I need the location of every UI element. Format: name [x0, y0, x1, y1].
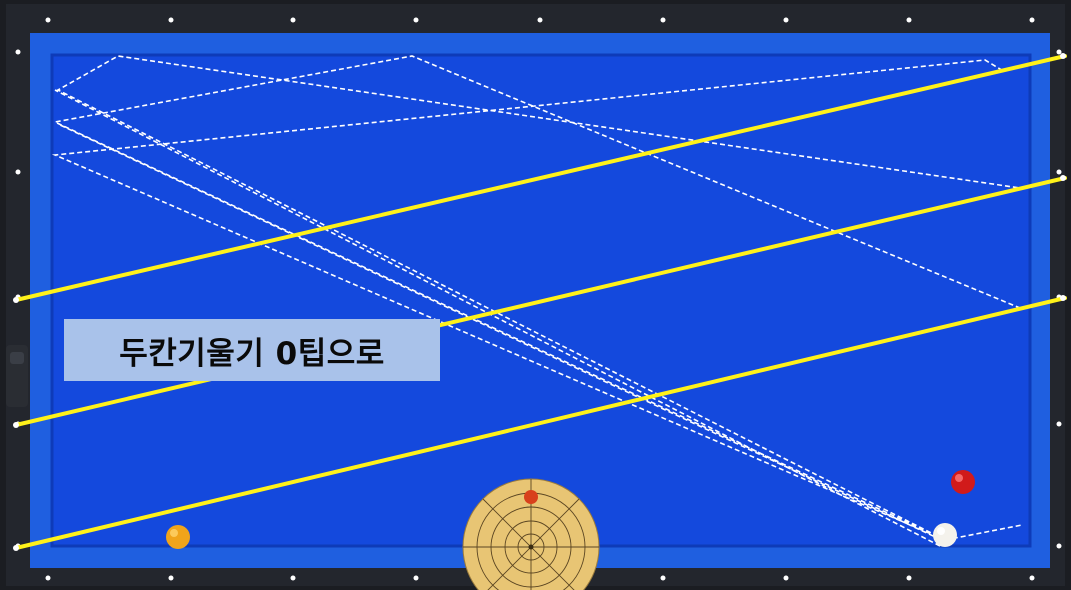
diamond-bottom-1: [46, 576, 51, 581]
diamond-top-5: [538, 18, 543, 23]
tip-guide-center: [529, 545, 534, 550]
diamond-right-4: [1057, 422, 1062, 427]
diamond-top-6: [661, 18, 666, 23]
diamond-top-8: [907, 18, 912, 23]
diamond-top-2: [169, 18, 174, 23]
diamond-bottom-7: [784, 576, 789, 581]
diamond-top-9: [1030, 18, 1035, 23]
diamond-bottom-9: [1030, 576, 1035, 581]
diamond-bottom-8: [907, 576, 912, 581]
caption-text: 두칸기울기 0팁으로: [119, 328, 385, 373]
diamond-bottom-3: [291, 576, 296, 581]
diamond-right-2: [1057, 170, 1062, 175]
diamond-bottom-6: [661, 576, 666, 581]
caption-box: 두칸기울기 0팁으로: [64, 319, 440, 381]
diamond-bottom-4: [414, 576, 419, 581]
cue-holder: [6, 345, 28, 407]
white-ball: [933, 523, 957, 547]
tip-point-marker: [524, 490, 538, 504]
diamond-top-1: [46, 18, 51, 23]
diamond-top-7: [784, 18, 789, 23]
diamond-left-2: [16, 170, 21, 175]
diamond-right-1: [1057, 50, 1062, 55]
diamond-left-1: [16, 50, 21, 55]
diamond-right-5: [1057, 544, 1062, 549]
yellow-ball: [166, 525, 190, 549]
diamond-top-4: [414, 18, 419, 23]
diamond-top-3: [291, 18, 296, 23]
red-ball: [951, 470, 975, 494]
diamond-bottom-2: [169, 576, 174, 581]
